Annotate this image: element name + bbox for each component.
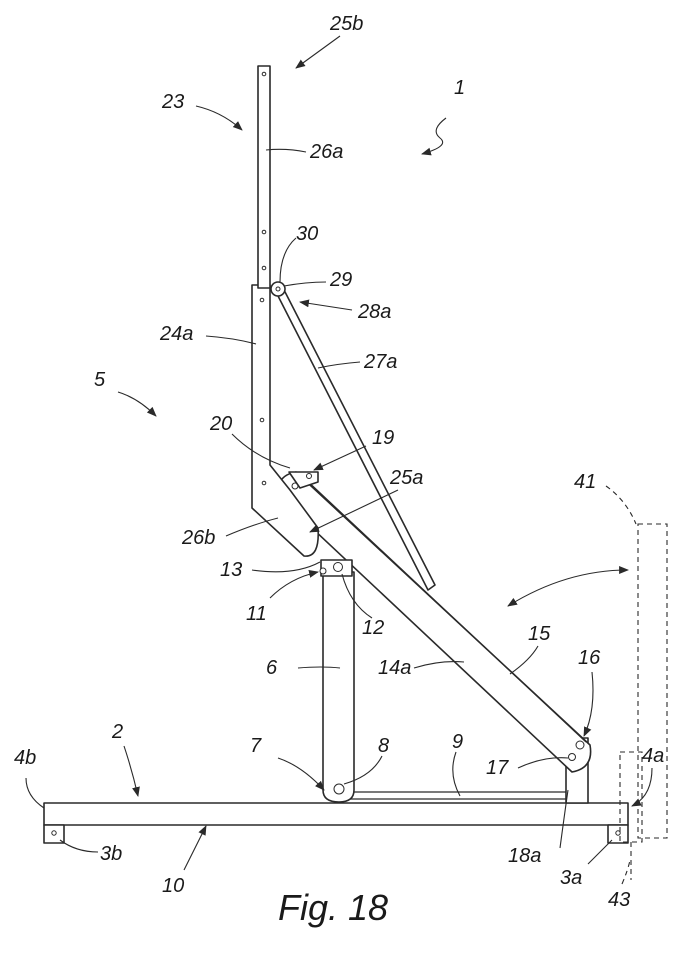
label-43: 43 [608, 889, 630, 911]
arrow-5 [117, 391, 157, 417]
right-foot-hole [615, 830, 621, 836]
leader-41 [605, 485, 637, 525]
arrow-10 [183, 825, 207, 871]
pivot-12 [333, 562, 343, 572]
leader-20 [231, 433, 291, 469]
cranked-arm-24a [251, 284, 320, 557]
label-25b: 25b [329, 13, 363, 35]
pivot-30 [275, 286, 281, 292]
label-13: 13 [220, 559, 242, 581]
leader-12 [341, 573, 373, 619]
leader-17 [517, 757, 569, 769]
label-18a: 18a [508, 845, 541, 867]
label-25a: 25a [389, 467, 423, 489]
leader-6 [297, 666, 341, 669]
leader-18a [559, 789, 569, 849]
arrow-25b [295, 35, 341, 69]
upright-23 [257, 65, 271, 289]
dashed-panel-43 [619, 751, 643, 843]
label-12: 12 [362, 617, 384, 639]
label-3b: 3b [100, 843, 122, 865]
pivot-11 [319, 567, 327, 575]
pivot-19 [306, 473, 312, 479]
label-11: 11 [246, 603, 267, 625]
label-23: 23 [161, 91, 184, 113]
leader-29 [283, 281, 327, 287]
label-6: 6 [266, 657, 278, 679]
pivot-17 [568, 753, 576, 761]
hole-23-2 [261, 229, 267, 235]
base-plate [43, 802, 629, 826]
figure-caption: Fig. 18 [278, 887, 388, 928]
leader-4b [25, 777, 45, 809]
label-24a: 24a [159, 323, 193, 345]
arrow-2 [123, 745, 140, 797]
pivot-16 [575, 740, 585, 750]
label-20: 20 [209, 413, 232, 435]
vertical-arm-6 [322, 571, 355, 803]
pivot-8 [333, 783, 345, 795]
arrow-16 [583, 671, 594, 737]
leader-3b [59, 839, 99, 853]
leader-30 [279, 237, 297, 283]
leader-15 [509, 645, 539, 675]
label-4a: 4a [642, 745, 664, 767]
label-30: 30 [296, 223, 318, 245]
hole-24a-3 [261, 480, 267, 486]
arrow-23 [195, 105, 243, 131]
hole-23-3 [261, 265, 267, 271]
leader-9 [452, 751, 461, 797]
label-5: 5 [94, 369, 106, 391]
label-15: 15 [528, 623, 551, 645]
leader-3a [587, 839, 613, 865]
label-28a: 28a [357, 301, 391, 323]
label-8: 8 [378, 735, 389, 757]
label-27a: 27a [363, 351, 397, 373]
label-16: 16 [578, 647, 601, 669]
leader-26a [265, 148, 307, 153]
dashed-panel-41 [637, 523, 668, 839]
label-26b: 26b [181, 527, 215, 549]
label-4b: 4b [14, 747, 36, 769]
arrow-25a [309, 489, 399, 533]
leader-43 [621, 859, 631, 885]
swing-arrow [507, 566, 629, 607]
leader-27a [317, 361, 361, 369]
hole-23-1 [261, 71, 267, 77]
leader-26b [225, 517, 279, 537]
arrow-28a [299, 299, 353, 311]
leader-14a [413, 661, 465, 669]
leader-13 [251, 561, 321, 573]
left-foot-hole [51, 830, 57, 836]
label-1: 1 [454, 77, 465, 99]
arm-15-inner-line [301, 475, 587, 743]
diagonal-arm-15 [277, 471, 592, 773]
label-10: 10 [162, 875, 184, 897]
label-7: 7 [250, 735, 262, 757]
arrow-4a [631, 767, 653, 807]
hole-24a-1 [259, 297, 265, 303]
label-17: 17 [486, 757, 509, 779]
label-29: 29 [329, 269, 352, 291]
label-19: 19 [372, 427, 394, 449]
label-9: 9 [452, 731, 463, 753]
arrow-19 [313, 445, 367, 471]
label-14a: 14a [378, 657, 411, 679]
label-26a: 26a [309, 141, 343, 163]
arrow-7 [277, 757, 325, 791]
label-2: 2 [111, 721, 123, 743]
label-41: 41 [574, 471, 596, 493]
label-3a: 3a [560, 867, 582, 889]
leader-24a [205, 335, 257, 345]
arrow-1 [421, 117, 447, 156]
leader-8 [343, 755, 383, 785]
arrow-11 [269, 569, 319, 599]
hole-24a-2 [259, 417, 265, 423]
